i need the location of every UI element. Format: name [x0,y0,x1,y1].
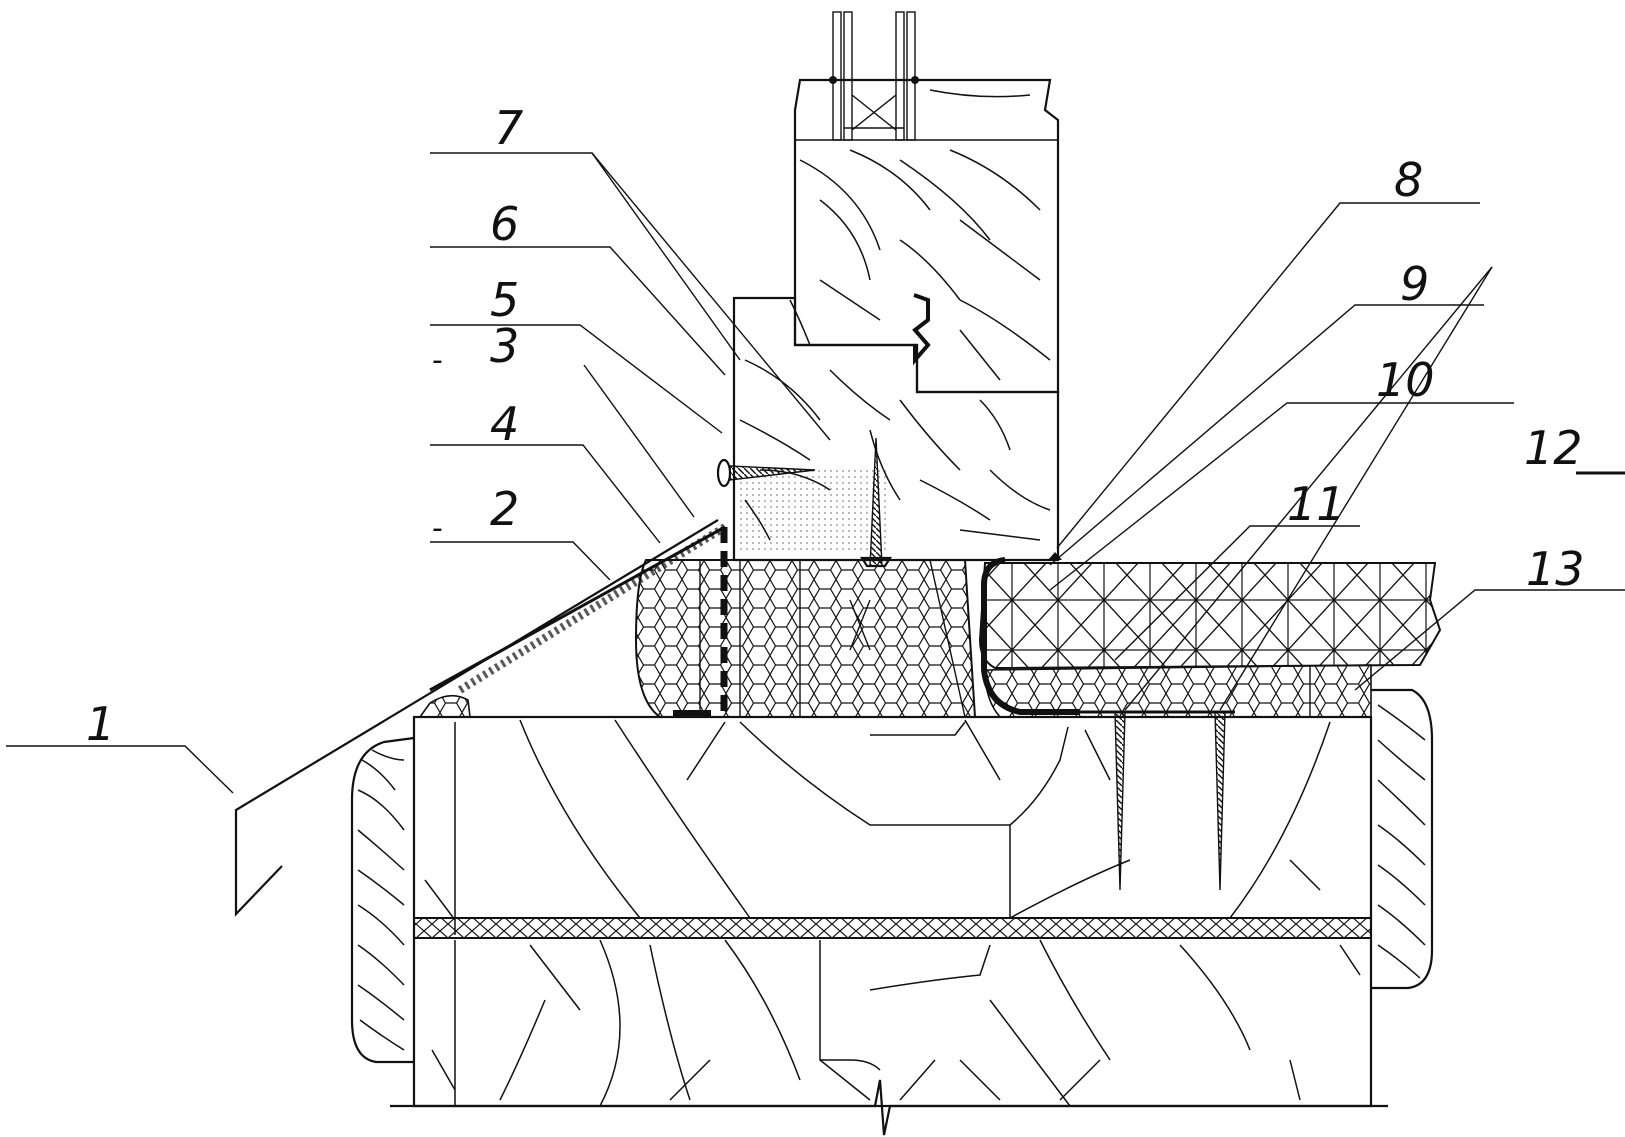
callout-12: 12 [1524,421,1583,475]
leader-lines [6,152,1625,794]
callout-4: 4 [490,397,519,451]
screw-base-right [1214,711,1226,891]
screw-vertical [860,437,892,568]
callout-11: 11 [1287,477,1346,531]
callout-7: 7 [494,101,523,155]
right-trim [1371,688,1434,990]
base-beam [390,715,1388,1136]
sill-board [978,562,1442,670]
screw-horizontal [716,458,816,488]
window-sash [793,11,1060,394]
callout-10: 10 [1376,353,1435,407]
window-frame [732,296,1060,562]
drip-flashing [234,519,728,917]
left-trim [350,736,415,1064]
callout-9: 9 [1400,257,1429,311]
callout-2: 2 [490,482,519,536]
callout-labels: 1 2 3 4 5 6 7 8 9 10 11 12 13 - - [86,101,1585,751]
screw-base-left [1114,711,1126,891]
callout-3: 3 [490,319,519,373]
callout-1: 1 [86,697,115,751]
callout-5: 5 [490,273,519,327]
seal-strip [673,527,728,718]
callout-8: 8 [1394,153,1423,207]
callout-6: 6 [490,197,519,251]
dash-mark-lower: - [432,511,443,546]
dash-mark-upper: - [432,343,443,378]
membrane-strip [981,557,1235,715]
callout-13: 13 [1526,542,1585,596]
